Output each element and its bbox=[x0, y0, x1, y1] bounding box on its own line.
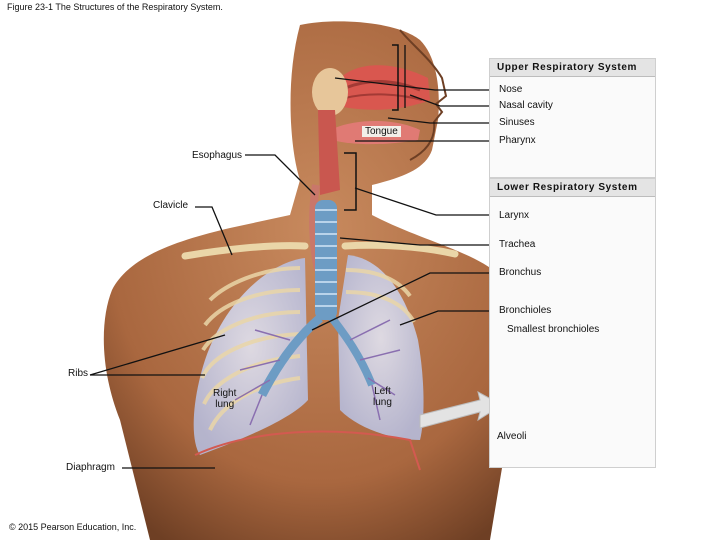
brackets bbox=[344, 44, 399, 211]
label-smallest-bronchioles: Smallest bronchioles bbox=[507, 324, 600, 335]
trachea-bronchi bbox=[234, 200, 401, 426]
label-sinuses: Sinuses bbox=[499, 117, 535, 128]
label-larynx: Larynx bbox=[499, 210, 530, 221]
label-diaphragm: Diaphragm bbox=[66, 462, 115, 473]
clavicles bbox=[181, 241, 459, 260]
label-ribs: Ribs bbox=[68, 368, 89, 379]
label-trachea: Trachea bbox=[499, 239, 536, 250]
lower-panel-heading: Lower Respiratory System bbox=[490, 179, 655, 197]
lower-panel: Lower Respiratory System bbox=[489, 178, 656, 468]
label-right-lung: Right lung bbox=[213, 388, 237, 410]
label-nasal-cavity: Nasal cavity bbox=[499, 100, 553, 111]
ribs bbox=[200, 266, 416, 431]
copyright: © 2015 Pearson Education, Inc. bbox=[9, 522, 137, 532]
figure-title: Figure 23-1 The Structures of the Respir… bbox=[7, 2, 223, 12]
label-tongue: Tongue bbox=[362, 126, 401, 137]
label-alveoli: Alveoli bbox=[497, 431, 527, 442]
label-clavicle: Clavicle bbox=[153, 200, 189, 211]
upper-panel: Upper Respiratory System bbox=[489, 58, 656, 178]
upper-panel-heading: Upper Respiratory System bbox=[490, 59, 655, 77]
label-nose: Nose bbox=[499, 84, 523, 95]
leader-lines bbox=[89, 77, 571, 469]
label-left-lung: Left lung bbox=[373, 386, 392, 408]
label-esophagus: Esophagus bbox=[192, 150, 243, 161]
label-bronchioles: Bronchioles bbox=[499, 305, 552, 316]
label-pharynx: Pharynx bbox=[499, 135, 536, 146]
lungs bbox=[193, 255, 424, 455]
label-bronchus: Bronchus bbox=[499, 267, 542, 278]
diaphragm-line bbox=[194, 430, 421, 471]
